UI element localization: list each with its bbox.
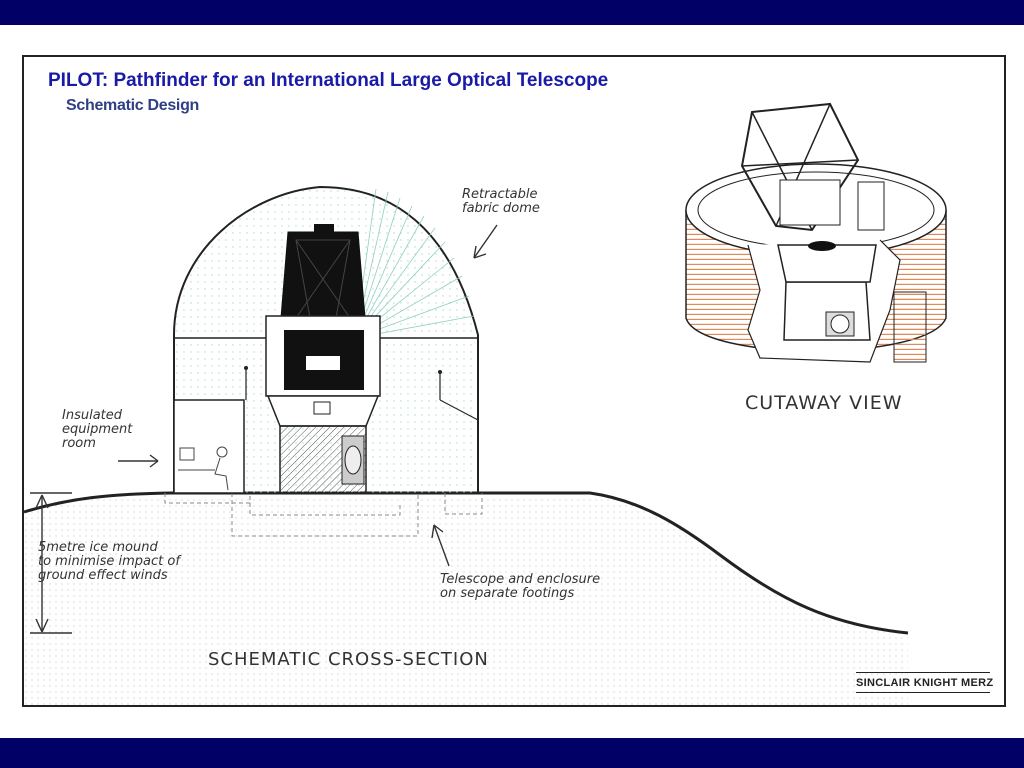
cutaway-view bbox=[685, 102, 947, 363]
dome-label: Retractable fabric dome bbox=[462, 187, 540, 216]
slide-subtitle: Schematic Design bbox=[66, 97, 200, 114]
footings-label: Telescope and enclosure on separate foot… bbox=[440, 572, 601, 601]
logo-text: SINCLAIR KNIGHT MERZ bbox=[856, 677, 994, 689]
top-banner bbox=[0, 0, 1024, 25]
sinclair-knight-merz-logo: SINCLAIR KNIGHT MERZ bbox=[856, 672, 994, 693]
slide-title: PILOT: Pathfinder for an International L… bbox=[48, 70, 609, 91]
equipment-room-label: Insulated equipment room bbox=[62, 408, 133, 451]
equipment-room bbox=[173, 399, 245, 494]
telescope-cross-section bbox=[265, 224, 381, 494]
ice-mound-label: 5metre ice mound to minimise impact of g… bbox=[38, 540, 180, 583]
cutaway-view-label: CUTAWAY VIEW bbox=[745, 392, 903, 414]
ice-mound bbox=[23, 491, 909, 706]
bottom-banner bbox=[0, 738, 1024, 768]
annotation-arrows bbox=[30, 224, 498, 634]
cross-section-label: SCHEMATIC CROSS-SECTION bbox=[208, 649, 489, 670]
